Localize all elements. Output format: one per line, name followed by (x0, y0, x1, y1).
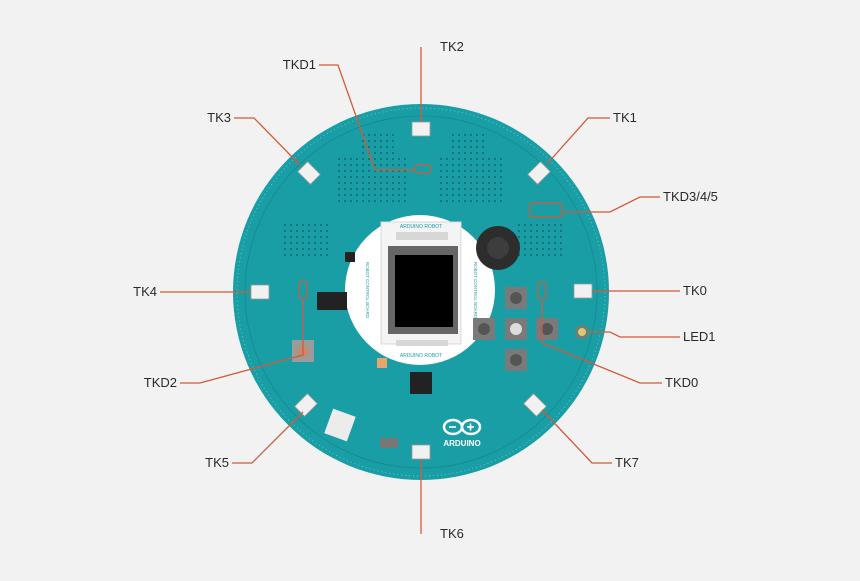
callout-line-tkd2 (180, 299, 304, 384)
label-tk1: TK1 (613, 110, 637, 125)
label-tkd2: TKD2 (143, 375, 177, 390)
connector-tk1 (527, 161, 551, 185)
connector-tk5 (294, 393, 318, 417)
callout-line-tkd1 (319, 64, 415, 171)
label-tkd1: TKD1 (282, 57, 316, 72)
proto-area-top-b (448, 130, 488, 154)
callout-line-tkd345 (562, 196, 660, 213)
proto-area-top-right (436, 158, 504, 204)
connector-tk6 (411, 444, 431, 460)
tab-bottom-left (324, 408, 356, 442)
connector-tk2 (411, 121, 431, 137)
proto-area-left (282, 222, 330, 258)
lcd-header-bottom (396, 340, 448, 346)
silk-side-right: ROBOT CONTROL BOARD (473, 262, 478, 319)
connector-tk7 (523, 393, 547, 417)
callout-line-tk1 (546, 117, 610, 165)
led (578, 328, 586, 336)
callout-line-tk7 (541, 409, 612, 464)
label-tkd0: TKD0 (665, 375, 699, 390)
lcd-screen (395, 255, 453, 327)
silk-top: ARDUINO ROBOT (400, 224, 442, 230)
label-tk3: TK3 (207, 110, 231, 125)
connector-tk4 (250, 284, 270, 300)
callout-line-tk5 (232, 411, 304, 464)
arduino-brand-text: ARDUINO (443, 439, 480, 448)
label-led1: LED1 (683, 329, 716, 344)
arduino-logo-icon (442, 418, 482, 436)
highlight-tkd345 (529, 202, 563, 218)
label-tk6: TK6 (440, 526, 464, 541)
silk-side-left: ROBOT CONTROL BOARD (365, 262, 370, 319)
proto-area-top-left (338, 158, 406, 204)
callout-line-tk3 (234, 117, 301, 166)
component-orange (377, 358, 387, 368)
chip-bottom (410, 372, 432, 394)
label-tk0: TK0 (683, 283, 707, 298)
speaker-grille (487, 237, 509, 259)
label-tk2: TK2 (440, 39, 464, 54)
proto-area-right (514, 222, 562, 258)
chip-left (317, 292, 347, 310)
lcd-header-top (396, 232, 448, 240)
header-bottom (380, 438, 398, 448)
chip-small (345, 252, 355, 262)
silk-bottom: ARDUINO ROBOT (400, 353, 442, 359)
label-tkd345: TKD3/4/5 (663, 189, 718, 204)
callout-line-led1 (588, 331, 680, 338)
proto-area-top-a (358, 130, 398, 154)
label-tk4: TK4 (133, 284, 157, 299)
connector-tk3 (297, 161, 321, 185)
connector-tk0 (573, 283, 593, 299)
highlight-tkd1 (414, 164, 432, 174)
callout-line-tkd0 (541, 300, 662, 384)
label-tk5: TK5 (205, 455, 229, 470)
label-tk7: TK7 (615, 455, 639, 470)
